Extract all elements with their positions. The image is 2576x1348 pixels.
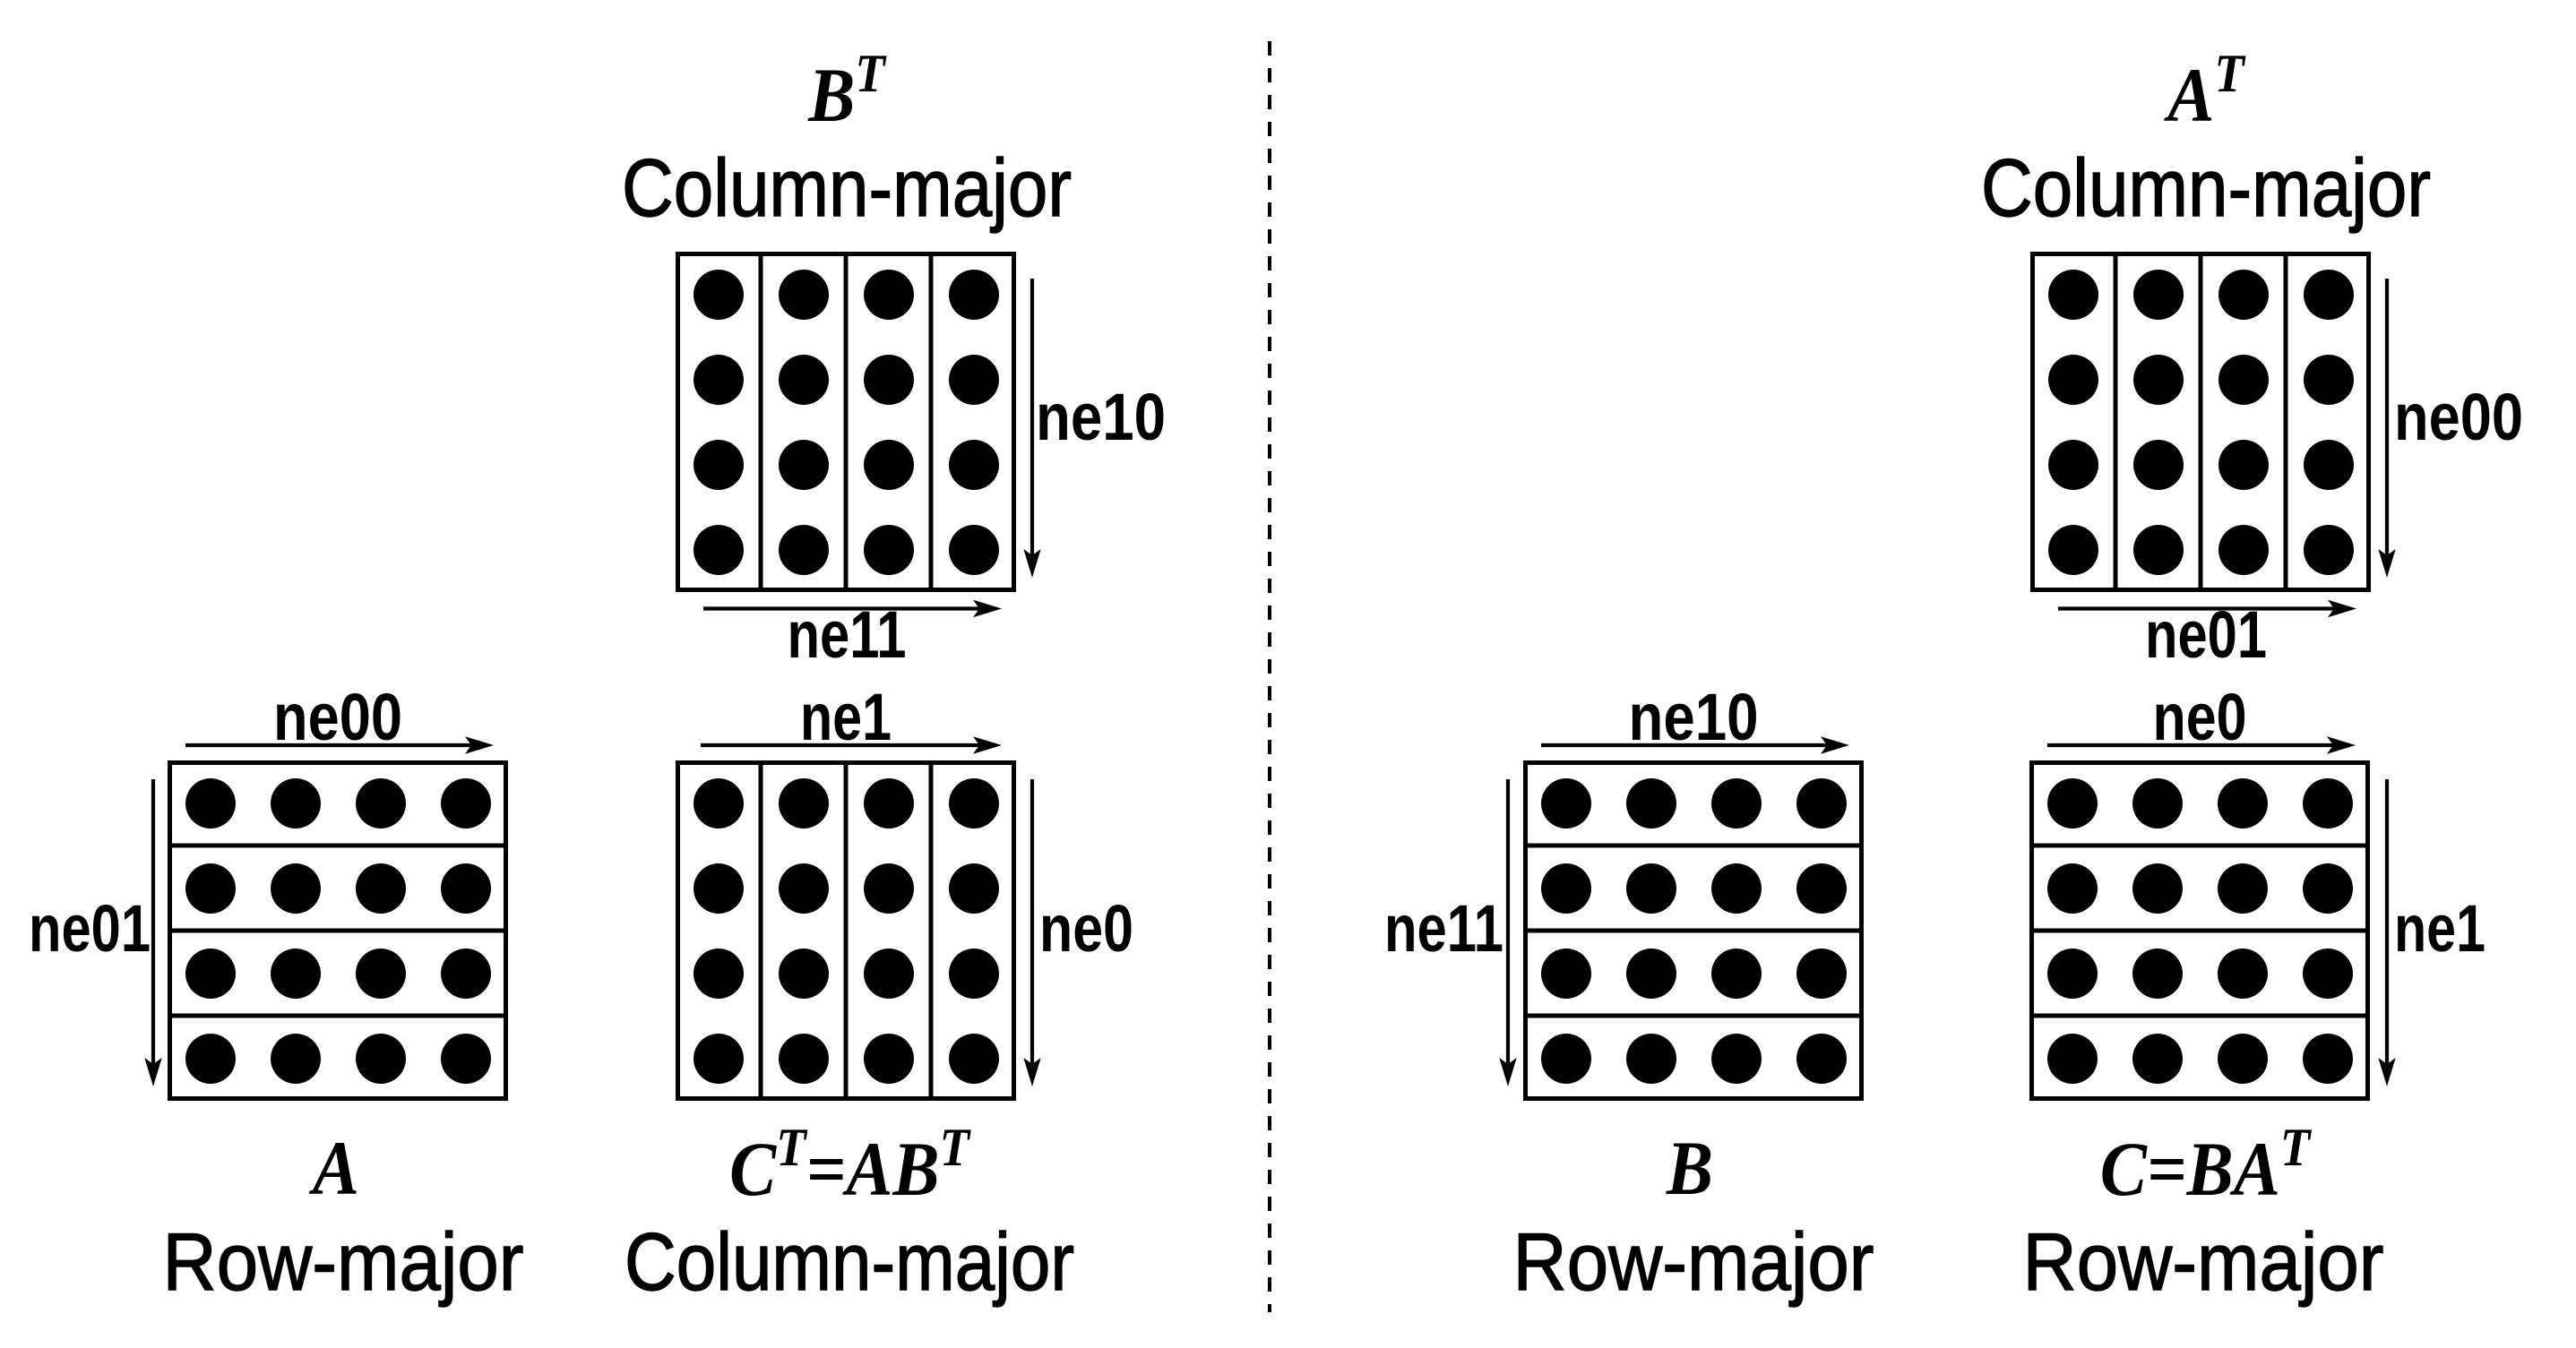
svg-text:ne01: ne01 xyxy=(29,891,151,966)
svg-text:ne0: ne0 xyxy=(2153,680,2247,754)
svg-text:ne01: ne01 xyxy=(2145,597,2267,672)
svg-text:Row-major: Row-major xyxy=(2023,1217,2384,1308)
svg-text:CT​=ABT​: CT​=ABT​ xyxy=(729,1119,971,1212)
svg-text:ne10: ne10 xyxy=(1036,380,1166,454)
svg-text:Column-major: Column-major xyxy=(1981,143,2431,234)
svg-text:ne1: ne1 xyxy=(800,680,892,754)
svg-text:Column-major: Column-major xyxy=(625,1217,1074,1308)
svg-text:A: A xyxy=(308,1126,359,1211)
svg-text:ne10: ne10 xyxy=(1629,680,1759,754)
svg-text:Column-major: Column-major xyxy=(622,143,1072,234)
svg-text:C=BAT​: C=BAT​ xyxy=(2100,1119,2312,1212)
svg-text:ne00: ne00 xyxy=(2394,380,2523,454)
svg-text:ne0: ne0 xyxy=(1039,891,1133,966)
svg-text:BT​: BT​ xyxy=(807,45,886,138)
svg-text:ne11: ne11 xyxy=(1384,891,1503,966)
svg-text:Row-major: Row-major xyxy=(163,1217,524,1308)
svg-text:ne1: ne1 xyxy=(2394,891,2486,966)
svg-text:AT​: AT​ xyxy=(2163,45,2245,138)
svg-text:ne00: ne00 xyxy=(273,680,402,754)
svg-text:B: B xyxy=(1666,1126,1713,1211)
svg-text:Row-major: Row-major xyxy=(1513,1217,1874,1308)
svg-text:ne11: ne11 xyxy=(788,597,907,672)
